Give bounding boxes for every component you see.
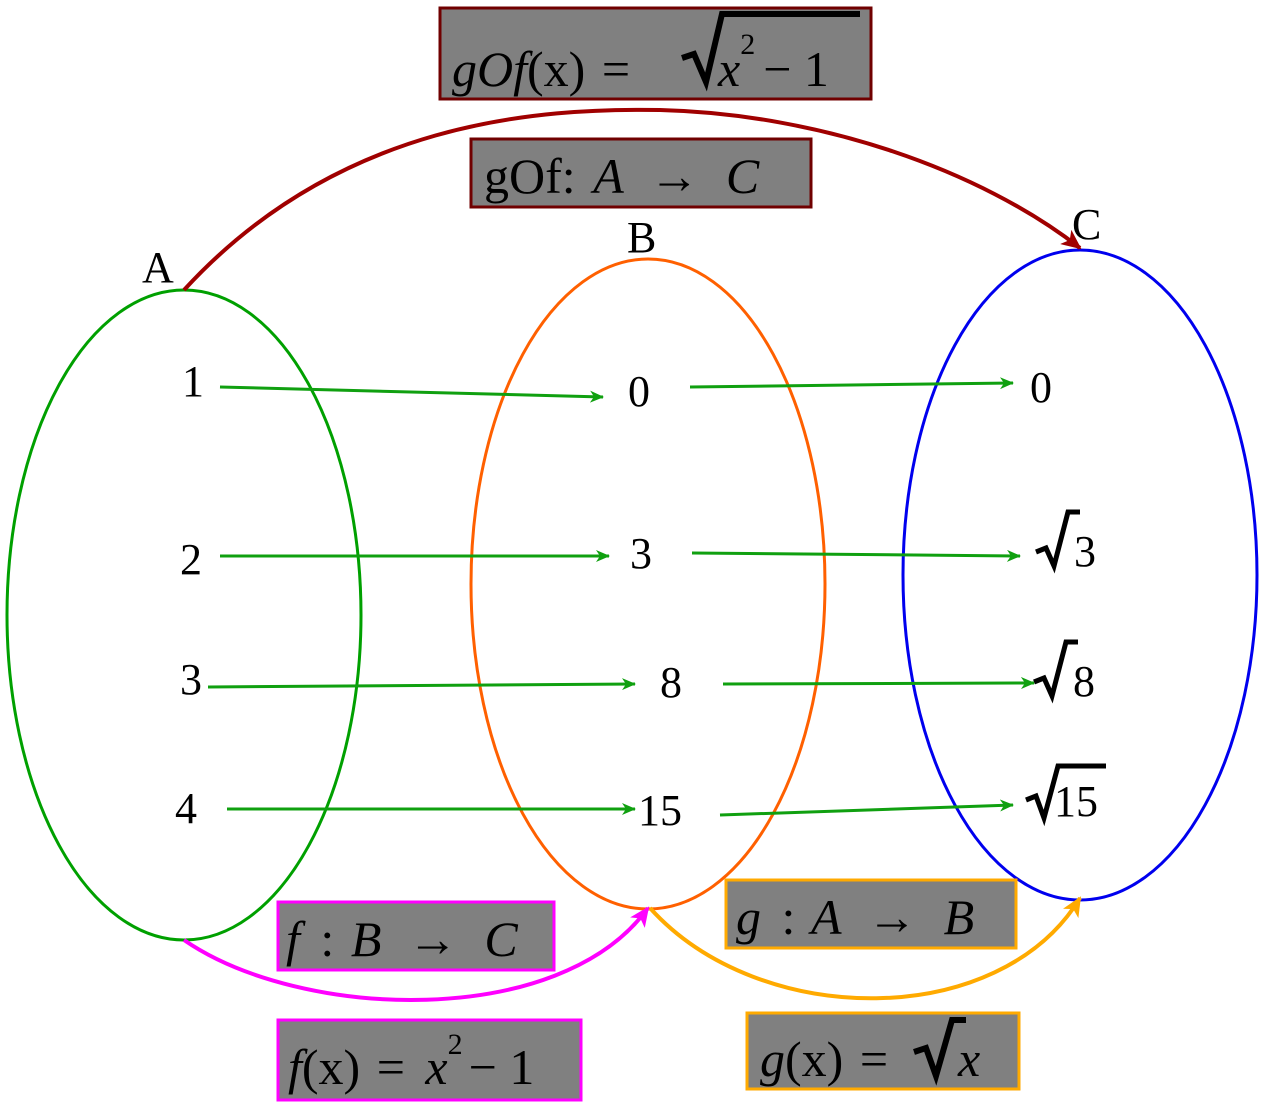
svg-text:8: 8: [1073, 657, 1095, 706]
g-arrow: [648, 896, 1082, 1001]
sqrt-sign-icon: [1025, 763, 1106, 827]
svg-text:gOf(x) =: gOf(x) =: [452, 41, 630, 97]
composite-gof-arrow: [182, 107, 1082, 292]
set-c-element-sqrt8: 8: [1033, 639, 1095, 706]
sqrt-sign-icon: [1033, 639, 1078, 704]
svg-text:x: x: [957, 1031, 980, 1087]
composite-formula-box: gOf(x) = x2− 1: [438, 6, 873, 101]
set-b-element-15: 15: [638, 786, 682, 835]
f-arrow: [182, 906, 650, 1002]
svg-text:g(x) =: g(x) =: [760, 1031, 888, 1087]
arrow-b0-to-c0: [689, 377, 1014, 390]
svg-text:g : A →: g : A → B: [736, 889, 974, 945]
f-formula-box: f(x) = x2− 1: [276, 1018, 583, 1102]
svg-text:x2− 1: x2− 1: [717, 28, 829, 97]
sqrt-sign-icon: [681, 11, 860, 92]
arrow-a1-to-b0: [219, 385, 604, 403]
set-a-element-1: 1: [182, 357, 204, 406]
arrow-b15-to-csqrt15: [719, 799, 1014, 817]
sqrt-sign-icon: [913, 1017, 966, 1086]
set-a-element-4: 4: [175, 784, 197, 833]
set-b-element-3: 3: [630, 529, 652, 578]
set-c-label: C: [1072, 200, 1101, 249]
set-c-element-sqrt15: 15: [1025, 763, 1106, 827]
f-map-box: f : B → C: [276, 900, 556, 972]
svg-text:gOf: A → C: gOf: A → C: [484, 148, 760, 204]
svg-text:f : B →: f : B → C: [286, 911, 518, 967]
set-b-label: B: [627, 213, 656, 262]
svg-text:3: 3: [1074, 527, 1096, 576]
sqrt-sign-icon: [1035, 509, 1080, 574]
set-a-label: A: [142, 243, 174, 292]
svg-text:15: 15: [1054, 777, 1098, 826]
set-c-element-0: 0: [1030, 363, 1052, 412]
set-a-element-3: 3: [180, 655, 202, 704]
set-a-element-2: 2: [180, 535, 202, 584]
g-formula-box: g(x) = x: [745, 1011, 1021, 1091]
set-b-element-0: 0: [628, 367, 650, 416]
g-map-box: g : A → B: [724, 878, 1018, 950]
svg-text:f(x) = x2− 1: f(x) = x2− 1: [288, 1028, 534, 1095]
set-c-element-sqrt3: 3: [1035, 509, 1096, 576]
composite-map-box: gOf: A → C: [469, 137, 813, 209]
arrow-a3-to-b8: [207, 678, 636, 691]
arrow-b8-to-csqrt8: [722, 677, 1035, 690]
arrow-b3-to-csqrt3: [691, 549, 1021, 562]
set-b-element-8: 8: [660, 658, 682, 707]
